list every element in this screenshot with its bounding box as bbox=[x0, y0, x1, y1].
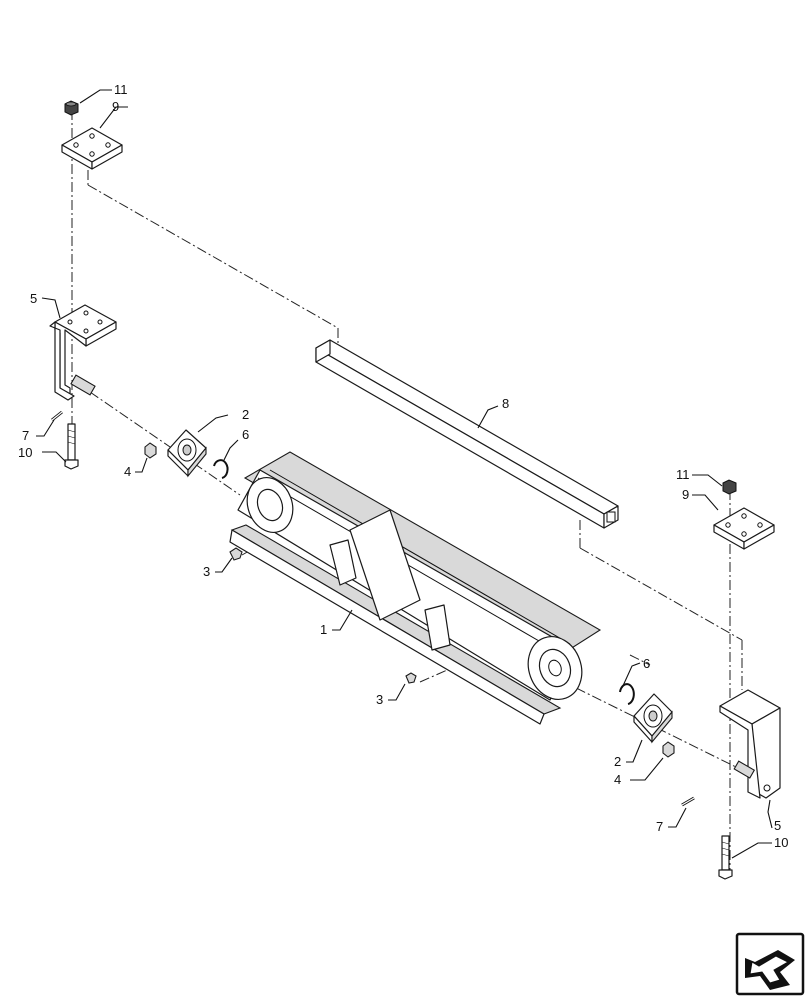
nut-right bbox=[662, 741, 675, 758]
callout-10-left: 10 bbox=[18, 445, 32, 460]
callout-5-right: 5 bbox=[774, 818, 781, 833]
mount-plate-right bbox=[713, 507, 775, 550]
callout-2-left: 2 bbox=[242, 407, 249, 422]
bolt-right bbox=[718, 835, 733, 880]
callout-9-top: 9 bbox=[112, 99, 119, 114]
bearing-left bbox=[167, 429, 207, 478]
callout-4-right: 4 bbox=[614, 772, 621, 787]
pin-right bbox=[681, 796, 695, 807]
screw-left bbox=[229, 547, 243, 561]
snap-ring-left bbox=[213, 459, 229, 479]
callout-11-top: 11 bbox=[114, 82, 128, 97]
nut-top bbox=[64, 100, 79, 116]
callout-7-left: 7 bbox=[22, 428, 29, 443]
callout-11-right: 11 bbox=[676, 467, 690, 482]
callout-3-center: 3 bbox=[376, 692, 383, 707]
bracket-left bbox=[49, 304, 117, 401]
roller-assembly bbox=[229, 451, 602, 725]
bolt-left bbox=[64, 423, 79, 470]
nut-left bbox=[144, 442, 157, 459]
leader-lines bbox=[36, 89, 773, 859]
callout-4-left: 4 bbox=[124, 464, 131, 479]
callout-3-left: 3 bbox=[203, 564, 210, 579]
centerlines bbox=[71, 110, 743, 870]
callout-labels: 11 9 5 7 10 4 2 6 3 1 8 11 9 3 6 2 4 5 7… bbox=[18, 82, 788, 850]
bracket-right bbox=[719, 689, 781, 799]
screw-center bbox=[405, 672, 417, 684]
callout-6-right: 6 bbox=[643, 656, 650, 671]
square-tube bbox=[315, 339, 619, 529]
callout-8: 8 bbox=[502, 396, 509, 411]
callout-6-left: 6 bbox=[242, 427, 249, 442]
callout-7-right: 7 bbox=[656, 819, 663, 834]
pin-left bbox=[51, 410, 63, 422]
nut-right-top bbox=[722, 479, 737, 495]
bearing-right bbox=[633, 693, 673, 744]
mount-plate-top bbox=[61, 127, 123, 170]
callout-2-right: 2 bbox=[614, 754, 621, 769]
callout-5-left: 5 bbox=[30, 291, 37, 306]
callout-1: 1 bbox=[320, 622, 327, 637]
callout-10-right: 10 bbox=[774, 835, 788, 850]
callout-9-right: 9 bbox=[682, 487, 689, 502]
return-arrow-icon[interactable] bbox=[735, 932, 805, 996]
